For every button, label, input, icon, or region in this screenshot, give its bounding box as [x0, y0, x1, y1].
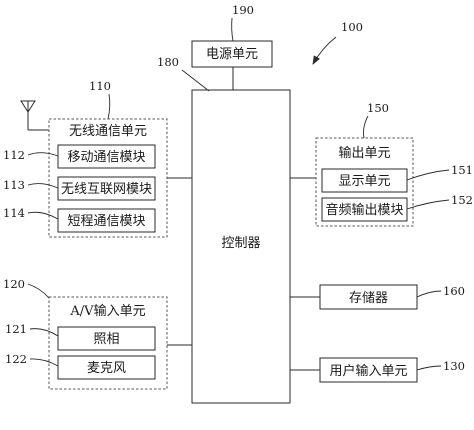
ref-113: 113	[3, 178, 25, 192]
leader-190	[231, 17, 234, 42]
antenna-icon	[20, 100, 49, 131]
camera-module-label: 照相	[93, 332, 119, 347]
ref-160: 160	[443, 284, 465, 298]
storage-box	[319, 284, 418, 310]
controller-box	[191, 89, 291, 404]
leader-160	[416, 290, 442, 298]
microphone-module-label: 麦克风	[87, 361, 126, 376]
ref-100: 100	[341, 20, 363, 34]
ref-114: 114	[3, 206, 25, 220]
ref-110: 110	[89, 79, 111, 93]
leader-112	[27, 152, 59, 157]
user-input-unit-label: 用户输入单元	[329, 363, 407, 379]
storage-label: 存储器	[349, 291, 388, 306]
leader-120	[27, 283, 50, 299]
microphone-module-box	[57, 355, 156, 380]
leader-114	[27, 211, 59, 220]
ref-130: 130	[443, 359, 465, 373]
ref-112: 112	[3, 148, 25, 162]
audio-output-module-label: 音频输出模块	[325, 202, 403, 218]
short-range-module-box	[57, 208, 156, 233]
wireless-internet-module-label: 无线互联网模块	[61, 182, 152, 197]
controller-label: 控制器	[221, 236, 260, 251]
leader-180	[181, 69, 210, 92]
display-unit-label: 显示单元	[338, 174, 390, 189]
ref-152: 152	[451, 193, 473, 207]
leader-110	[107, 93, 111, 120]
av-input-unit-box	[48, 296, 168, 390]
ref-121: 121	[5, 322, 27, 336]
leader-121	[29, 328, 59, 337]
ref-122: 122	[5, 352, 27, 366]
user-input-unit-box	[319, 357, 418, 383]
arrow-100	[312, 36, 337, 65]
mobile-comm-module-box	[57, 144, 156, 169]
wireless-internet-module-box	[57, 176, 156, 201]
ref-120: 120	[3, 277, 25, 291]
leader-150	[363, 115, 369, 139]
leader-152	[406, 199, 450, 210]
av-input-unit-title: A/V输入单元	[69, 303, 145, 319]
mobile-comm-module-label: 移动通信模块	[67, 150, 145, 165]
camera-module-box	[57, 326, 156, 351]
leader-122	[29, 358, 59, 367]
ref-151: 151	[451, 163, 473, 177]
ref-180: 180	[157, 55, 179, 69]
output-unit-title: 输出单元	[338, 145, 390, 161]
leader-151	[406, 169, 450, 181]
power-unit-box	[191, 40, 273, 68]
ref-190: 190	[232, 3, 254, 17]
audio-output-module-box	[321, 197, 408, 222]
leader-130	[416, 365, 442, 371]
ref-150: 150	[367, 101, 389, 115]
power-unit-label: 电源单元	[206, 47, 258, 62]
leader-113	[27, 183, 59, 189]
short-range-module-label: 短程通信模块	[67, 214, 145, 229]
display-unit-box	[321, 168, 408, 193]
wireless-unit-title: 无线通信单元	[69, 124, 147, 139]
output-unit-box	[315, 137, 414, 227]
